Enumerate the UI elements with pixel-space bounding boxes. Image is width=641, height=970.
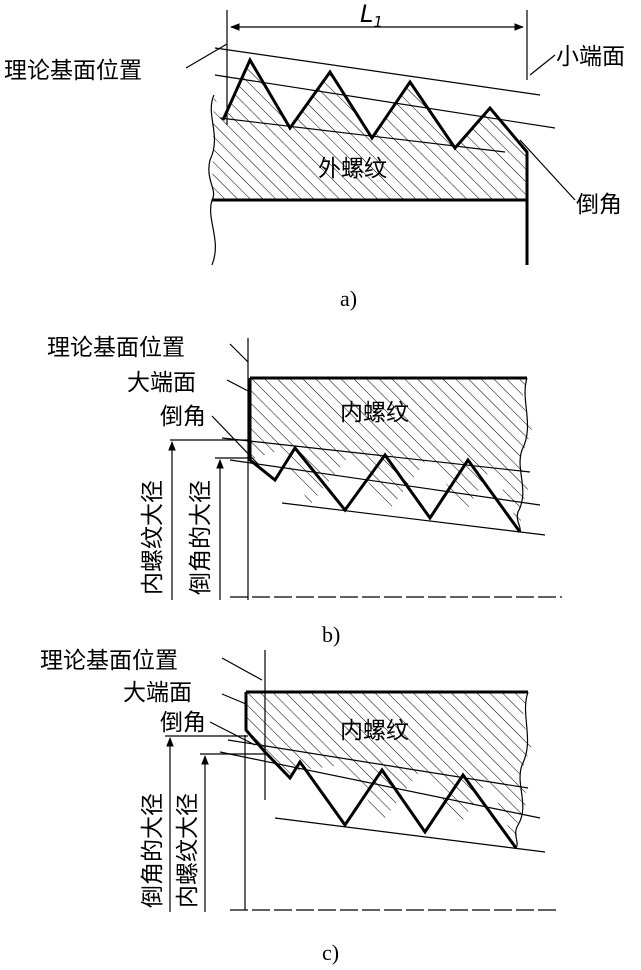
root-line-c — [274, 817, 546, 853]
figure-c: 倒角的大径 内螺纹大径 理论基面位置 大端面 倒角 内螺纹 c) — [40, 648, 560, 965]
leader-chamfer-c — [209, 721, 256, 746]
root-line-b — [281, 502, 546, 536]
external-thread-body — [212, 60, 527, 200]
crest-line-a — [214, 47, 541, 96]
label-internal-major-diameter-c: 内螺纹大径 — [175, 793, 201, 908]
label-internal-major-diameter-b: 内螺纹大径 — [140, 480, 166, 595]
internal-thread-body-c — [246, 692, 532, 845]
label-chamfer-a: 倒角 — [576, 192, 622, 218]
label-theoretical-plane-c: 理论基面位置 — [40, 648, 178, 674]
label-internal-thread-b: 内螺纹 — [340, 400, 409, 426]
leader-large-end-face-c — [221, 693, 247, 705]
label-theoretical-plane-b: 理论基面位置 — [47, 335, 185, 361]
label-chamfer-major-diameter-b: 倒角的大径 — [188, 480, 214, 595]
label-external-thread: 外螺纹 — [318, 156, 387, 182]
break-line-right-b — [516, 377, 529, 533]
leader-chamfer-a — [519, 139, 576, 201]
break-line-left-a — [208, 94, 216, 266]
root-line-a — [219, 117, 506, 153]
break-line-right-c — [515, 691, 529, 849]
label-large-end-face-b: 大端面 — [127, 370, 196, 396]
leader-small-end-face — [529, 54, 556, 76]
label-chamfer-major-diameter-c: 倒角的大径 — [140, 793, 166, 908]
label-theoretical-plane-a: 理论基面位置 — [4, 58, 142, 84]
leader-theoretical-plane-a — [185, 43, 228, 69]
label-chamfer-c: 倒角 — [160, 710, 206, 736]
external-thread-profile — [221, 56, 529, 265]
pitch-line-a — [214, 74, 556, 129]
caption-a: a) — [340, 286, 357, 311]
figure-a: L1 理论基面位置 小端面 外螺纹 倒角 a) — [4, 0, 625, 311]
leader-large-end-face-b — [226, 379, 251, 393]
label-small-end-face: 小端面 — [556, 44, 625, 70]
leader-theoretical-plane-c — [221, 657, 263, 681]
caption-b: b) — [322, 622, 340, 647]
crest-line-c — [227, 739, 529, 789]
pitch-line-c — [219, 751, 541, 819]
label-chamfer-b: 倒角 — [160, 404, 206, 430]
label-large-end-face-c: 大端面 — [123, 680, 192, 706]
label-internal-thread-c: 内螺纹 — [340, 718, 409, 744]
dimension-label-l1: L1 — [360, 0, 383, 31]
leader-chamfer-b — [211, 415, 259, 465]
figure-b: 内螺纹大径 倒角的大径 理论基面位置 大端面 倒角 内螺纹 b) — [47, 335, 562, 647]
leader-theoretical-plane-b — [229, 343, 249, 363]
caption-c: c) — [322, 940, 339, 965]
pitch-line-b — [229, 459, 541, 506]
internal-thread-profile-c — [244, 690, 528, 849]
crest-line-b — [221, 437, 531, 473]
internal-thread-profile-b — [248, 376, 527, 533]
